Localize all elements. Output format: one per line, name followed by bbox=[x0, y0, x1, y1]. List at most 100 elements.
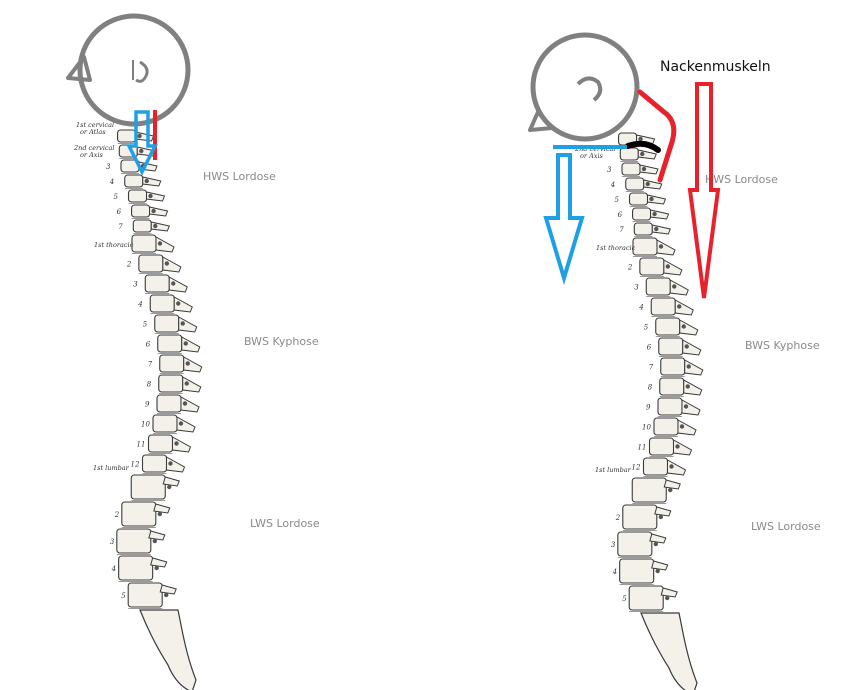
head-icon-upright bbox=[66, 13, 191, 127]
left-pedicle bbox=[184, 381, 189, 386]
left-vertebra-number: 6 bbox=[146, 341, 151, 349]
left-vertebra-number: 5 bbox=[121, 592, 126, 600]
left-sacrum bbox=[139, 609, 197, 690]
right-pedicle bbox=[638, 136, 643, 142]
right-spinous-process bbox=[663, 259, 683, 276]
right-vertebra-number: 2 bbox=[627, 264, 633, 272]
neck-muscle-curve bbox=[637, 89, 677, 183]
right-pedicle bbox=[658, 244, 664, 249]
first-lumbar-label-right: 1st lumbar bbox=[595, 466, 632, 474]
left-spinous-process bbox=[166, 456, 186, 473]
right-pedicle bbox=[686, 364, 691, 369]
left-pedicle bbox=[154, 565, 159, 571]
left-vertebra-number: 5 bbox=[143, 321, 148, 329]
right-vertebra-number: 8 bbox=[648, 384, 653, 392]
left-pedicle bbox=[152, 538, 158, 544]
left-spinous-process bbox=[155, 236, 175, 253]
right-vertebra-number: 6 bbox=[647, 344, 652, 352]
left-vertebra bbox=[149, 294, 175, 313]
left-vertebra bbox=[117, 129, 137, 143]
right-vertebra bbox=[655, 317, 681, 336]
left-pedicle bbox=[153, 223, 158, 229]
left-spinous-process bbox=[148, 530, 166, 541]
left-vertebra-number: 10 bbox=[141, 421, 150, 429]
left-vertebra-number: 4 bbox=[137, 301, 142, 309]
neck-muscles-label: Nackenmuskeln bbox=[660, 59, 771, 75]
first-thoracic-label-right: 1st thoracic bbox=[596, 244, 636, 252]
left-vertebra-number: 3 bbox=[133, 281, 138, 289]
right-vertebra bbox=[619, 558, 655, 584]
right-pedicle bbox=[677, 304, 682, 309]
right-vertebra bbox=[658, 337, 684, 356]
left-vertebra bbox=[127, 189, 148, 203]
left-vertebra-number: 2 bbox=[126, 261, 132, 269]
left-vertebra bbox=[147, 434, 174, 453]
cervical-lordosis-label-right: HWS Lordose bbox=[705, 173, 778, 186]
left-vertebra-number: 5 bbox=[114, 193, 119, 201]
left-vertebra-number: 8 bbox=[147, 381, 152, 389]
muscle-force-arrow-large bbox=[687, 82, 721, 299]
left-vertebra-number: 9 bbox=[145, 401, 150, 409]
right-vertebra bbox=[628, 192, 649, 206]
right-pedicle bbox=[655, 568, 660, 574]
left-pedicle bbox=[144, 178, 149, 184]
right-vertebra-number: 7 bbox=[649, 364, 654, 372]
right-vertebra-number: 3 bbox=[611, 541, 616, 549]
left-spinous-process bbox=[183, 356, 203, 373]
left-vertebra-number: 4 bbox=[111, 565, 116, 573]
left-vertebra bbox=[127, 582, 163, 608]
right-spinous-process bbox=[683, 379, 703, 396]
right-pedicle bbox=[685, 384, 690, 389]
right-vertebra-number: 5 bbox=[622, 595, 627, 603]
right-spinous-process bbox=[679, 319, 699, 336]
left-pedicle bbox=[151, 208, 156, 214]
left-pedicle bbox=[137, 133, 142, 139]
right-vertebra-number: 6 bbox=[618, 211, 623, 219]
left-vertebra bbox=[141, 454, 168, 473]
right-pedicle bbox=[652, 211, 657, 217]
left-vertebra bbox=[157, 334, 183, 353]
right-spinous-process bbox=[669, 279, 689, 296]
left-vertebra-number: 7 bbox=[148, 361, 153, 369]
right-spinous-process bbox=[684, 359, 704, 376]
axis-label-line1: 2nd cervical bbox=[73, 144, 115, 152]
right-vertebra bbox=[621, 162, 641, 176]
left-pedicle bbox=[182, 401, 188, 406]
right-spinous-process bbox=[674, 299, 694, 316]
left-vertebra-number: 3 bbox=[110, 538, 115, 546]
left-spinous-process bbox=[181, 336, 201, 353]
left-spinous-process bbox=[176, 416, 196, 433]
right-vertebra-number: 3 bbox=[634, 284, 639, 292]
right-pedicle bbox=[675, 444, 680, 449]
left-pedicle bbox=[183, 341, 188, 346]
left-vertebra-number: 3 bbox=[106, 163, 111, 171]
left-vertebra bbox=[159, 354, 185, 373]
right-pedicle bbox=[669, 464, 674, 469]
right-vertebra-number: 5 bbox=[615, 196, 620, 204]
right-vertebra bbox=[653, 417, 679, 436]
left-spinous-process bbox=[162, 256, 182, 273]
left-spinous-process bbox=[172, 436, 192, 453]
left-pedicle bbox=[176, 301, 181, 306]
right-pedicle bbox=[683, 404, 689, 409]
right-spinous-process bbox=[660, 587, 678, 598]
left-vertebra-number: 12 bbox=[131, 461, 140, 469]
head-weight-arrow-large bbox=[543, 153, 585, 285]
left-vertebra bbox=[156, 394, 182, 413]
right-vertebra-number: 7 bbox=[619, 226, 624, 234]
left-vertebra-number: 4 bbox=[109, 178, 114, 186]
left-vertebra-number: 7 bbox=[118, 223, 123, 231]
left-vertebra bbox=[138, 254, 164, 273]
left-spinous-process bbox=[159, 584, 177, 595]
left-vertebra bbox=[132, 219, 152, 233]
right-spinous-process bbox=[667, 459, 687, 476]
left-vertebra bbox=[144, 274, 170, 293]
lumbar-lordosis-label-right: LWS Lordose bbox=[751, 520, 821, 533]
left-pedicle bbox=[168, 461, 173, 466]
left-pedicle bbox=[139, 148, 144, 154]
right-vertebra-number: 4 bbox=[612, 568, 617, 576]
left-vertebra-number: 6 bbox=[117, 208, 122, 216]
